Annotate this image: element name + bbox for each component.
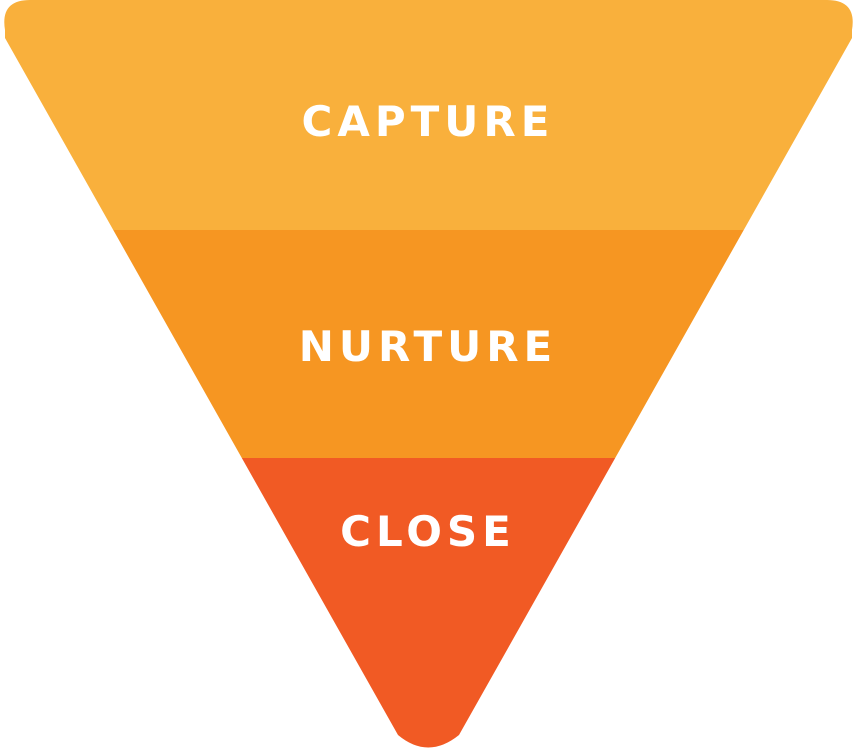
funnel-stage-capture-label: CAPTURE <box>302 97 555 146</box>
funnel-stage-close-label: CLOSE <box>340 507 516 556</box>
funnel-stage-capture <box>4 0 853 230</box>
funnel-stage-nurture-label: NURTURE <box>299 322 558 371</box>
funnel-stage-close <box>4 458 853 748</box>
